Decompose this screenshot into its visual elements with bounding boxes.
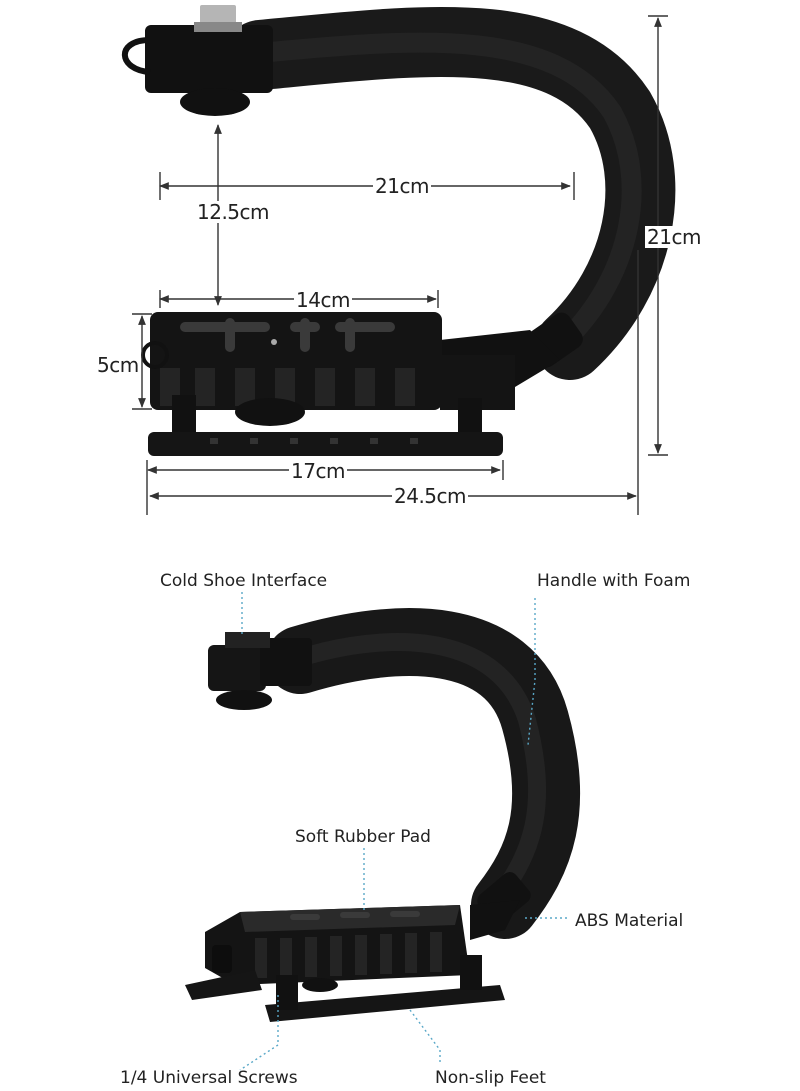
- top-stabilizer-image: [121, 5, 676, 456]
- dim-total-width: 24.5cm: [392, 484, 469, 508]
- callout-cold-shoe: Cold Shoe Interface: [160, 571, 328, 591]
- dim-height-total: 21cm: [645, 225, 703, 249]
- dim-feet-width: 17cm: [289, 459, 347, 483]
- callout-screws: 1/4 Universal Screws: [120, 1068, 298, 1088]
- callout-feet: Non-slip Feet: [435, 1068, 546, 1088]
- dim-base-height: 5cm: [95, 353, 141, 377]
- bottom-stabilizer-image: [185, 608, 581, 1022]
- dim-top-width: 21cm: [373, 174, 431, 198]
- callout-abs: ABS Material: [575, 911, 684, 931]
- callout-lines: [239, 592, 570, 1071]
- callout-handle: Handle with Foam: [537, 571, 691, 591]
- dim-mount-height: 12.5cm: [195, 200, 272, 224]
- dim-plate-width: 14cm: [294, 288, 352, 312]
- callout-rubber-pad: Soft Rubber Pad: [295, 827, 431, 847]
